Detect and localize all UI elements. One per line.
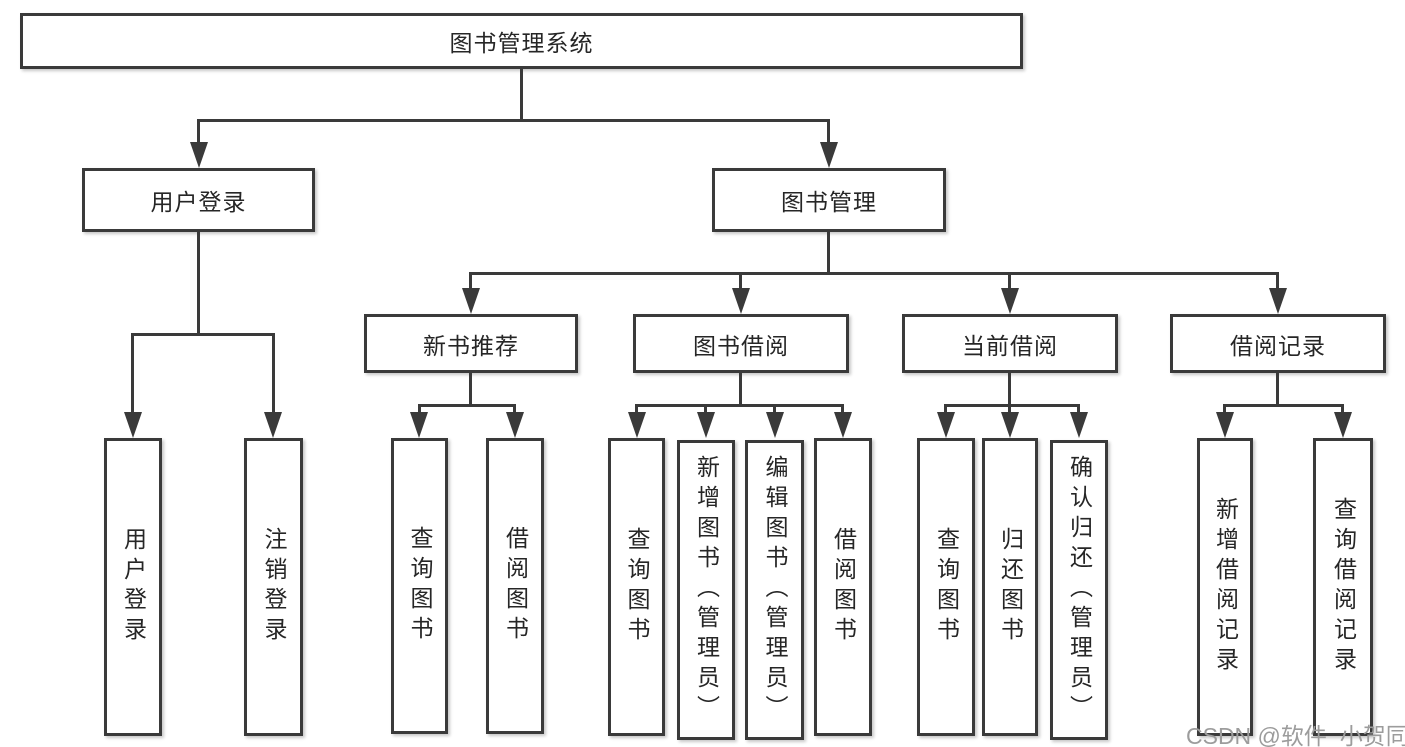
arrow-down-icon	[697, 412, 715, 438]
leaf-add-borrow-record: 新增借阅记录	[1197, 438, 1253, 736]
connector-line	[469, 272, 472, 290]
node-label: 用户登录	[120, 527, 147, 647]
arrow-down-icon	[834, 412, 852, 438]
node-book-borrow: 图书借阅	[633, 314, 849, 373]
leaf-edit-books-admin: 编辑图书（管理员）	[745, 440, 804, 740]
connector-line	[944, 404, 1080, 407]
leaf-add-books-admin: 新增图书（管理员）	[677, 440, 735, 740]
connector-line	[1276, 272, 1279, 290]
arrow-down-icon	[1269, 288, 1287, 314]
node-label: 借阅图书	[502, 526, 529, 646]
connector-line	[469, 272, 1279, 275]
node-label: 查询图书	[407, 526, 433, 646]
leaf-query-books: 查询图书	[391, 438, 448, 734]
arrow-down-icon	[820, 142, 838, 168]
connector-line	[1008, 272, 1011, 290]
node-label: 查询图书	[624, 527, 650, 647]
arrow-down-icon	[410, 412, 428, 438]
arrow-down-icon	[1001, 288, 1019, 314]
connector-line	[513, 404, 516, 413]
connector-line	[739, 272, 742, 290]
node-label: 当前借阅	[962, 332, 1058, 359]
arrow-down-icon	[264, 412, 282, 438]
connector-line	[1223, 404, 1226, 413]
arrow-down-icon	[766, 412, 784, 438]
connector-line	[704, 404, 707, 413]
connector-line	[827, 119, 830, 144]
node-label: 新增图书（管理员）	[693, 455, 720, 725]
arrow-down-icon	[1334, 412, 1352, 438]
watermark: CSDN @软件_小贺同学	[1186, 723, 1405, 747]
connector-line	[635, 404, 844, 407]
connector-line	[197, 119, 830, 122]
node-current-borrow: 当前借阅	[902, 314, 1118, 373]
connector-line	[1223, 404, 1344, 407]
connector-line	[272, 333, 275, 413]
node-label: 图书借阅	[693, 332, 789, 359]
node-label: 确认归还（管理员）	[1066, 455, 1093, 725]
arrow-down-icon	[124, 412, 142, 438]
connector-line	[131, 333, 134, 413]
arrow-down-icon	[732, 288, 750, 314]
arrow-down-icon	[1070, 412, 1088, 438]
connector-line	[635, 404, 638, 413]
arrow-down-icon	[506, 412, 524, 438]
node-label: 归还图书	[997, 527, 1024, 647]
leaf-borrow-books: 借阅图书	[814, 438, 872, 736]
arrow-down-icon	[937, 412, 955, 438]
node-user-login: 用户登录	[82, 168, 315, 232]
connector-line	[773, 404, 776, 413]
arrow-down-icon	[462, 288, 480, 314]
node-label: 用户登录	[150, 189, 247, 215]
node-label: 新增借阅记录	[1212, 497, 1239, 677]
leaf-query-books: 查询图书	[917, 438, 975, 736]
node-label: 查询图书	[933, 527, 960, 647]
arrow-down-icon	[190, 142, 208, 168]
connector-line	[739, 373, 742, 406]
connector-line	[1276, 373, 1279, 406]
arrow-down-icon	[1216, 412, 1234, 438]
node-system-root: 图书管理系统	[20, 13, 1023, 69]
leaf-logout: 注销登录	[244, 438, 303, 736]
node-label: 注销登录	[261, 527, 287, 647]
leaf-return-books: 归还图书	[982, 438, 1038, 736]
leaf-query-borrow-record: 查询借阅记录	[1313, 438, 1373, 736]
arrow-down-icon	[1001, 412, 1019, 438]
connector-line	[944, 404, 947, 413]
connector-line	[841, 404, 844, 413]
leaf-user-login: 用户登录	[104, 438, 162, 736]
connector-line	[827, 232, 830, 274]
node-label: 借阅图书	[830, 527, 857, 647]
node-label: 编辑图书（管理员）	[762, 455, 788, 725]
connector-line	[1008, 373, 1011, 406]
node-new-book-recommend: 新书推荐	[364, 314, 578, 373]
node-label: 借阅记录	[1230, 332, 1326, 359]
arrow-down-icon	[628, 412, 646, 438]
connector-line	[1341, 404, 1344, 413]
connector-line	[197, 232, 200, 336]
node-label: 新书推荐	[423, 332, 519, 359]
connector-line	[131, 333, 275, 336]
leaf-confirm-return-admin: 确认归还（管理员）	[1050, 440, 1108, 740]
node-label: 图书管理	[781, 189, 877, 215]
connector-line	[197, 119, 200, 144]
connector-line	[418, 404, 421, 413]
node-book-management: 图书管理	[712, 168, 946, 232]
node-label: 图书管理系统	[449, 30, 594, 56]
connector-line	[1008, 404, 1011, 413]
node-borrow-records: 借阅记录	[1170, 314, 1386, 373]
node-label: 查询借阅记录	[1330, 497, 1357, 677]
connector-line	[418, 404, 516, 407]
leaf-borrow-books: 借阅图书	[486, 438, 544, 734]
connector-line	[1077, 404, 1080, 413]
leaf-query-books: 查询图书	[608, 438, 665, 736]
connector-line	[469, 373, 472, 406]
connector-line	[520, 69, 523, 120]
